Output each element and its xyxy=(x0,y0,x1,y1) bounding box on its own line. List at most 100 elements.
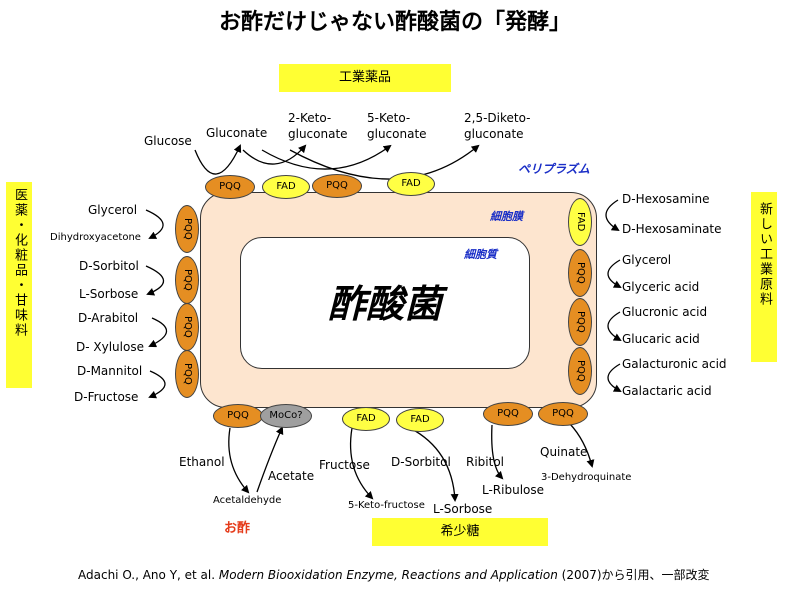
pqq-enzyme-left-3: PQQ xyxy=(175,303,199,351)
compound-d-hexosaminate: D-Hexosaminate xyxy=(622,222,722,236)
compound-d-sorbitol-bottom: D-Sorbitol xyxy=(391,455,451,469)
arrow-galacturonic-galactaric xyxy=(607,363,622,392)
arrow-hexosamine-hexosaminate xyxy=(605,199,620,232)
pqq-label: PQQ xyxy=(575,360,586,382)
membrane-label: 細胞膜 xyxy=(490,210,523,223)
cytoplasm-label: 細胞質 xyxy=(464,248,497,261)
compound-glyceric-acid: Glyceric acid xyxy=(622,280,700,294)
arrow-gluconate-2keto xyxy=(242,144,307,165)
pqq-enzyme-top-1: PQQ xyxy=(205,175,255,199)
new-industrial-box: 新しい工業原料 xyxy=(751,192,777,362)
arrow-gluconate-5keto xyxy=(261,144,392,170)
pqq-label: PQQ xyxy=(182,316,193,338)
compound-glycerol-left: Glycerol xyxy=(88,203,138,217)
new-industrial-label: 新しい工業原料 xyxy=(757,202,772,307)
citation-authors: Adachi O., Ano Y, et al. xyxy=(78,568,219,582)
pqq-enzyme-bottom-3: PQQ xyxy=(538,402,588,426)
pqq-enzyme-bottom-2: PQQ xyxy=(483,402,533,426)
pqq-enzyme-right-1: PQQ xyxy=(568,249,592,297)
arrow-glucose-gluconate xyxy=(194,144,242,175)
compound-diketo-line1: 2,5-Diketo- xyxy=(464,111,531,125)
pqq-enzyme-right-2: PQQ xyxy=(568,298,592,346)
rare-sugar-box: 希少糖 xyxy=(372,518,548,546)
fad-label: FAD xyxy=(356,413,376,424)
fad-label: FAD xyxy=(410,414,430,425)
citation: Adachi O., Ano Y, et al. Modern Biooxida… xyxy=(78,568,710,582)
compound-acetaldehyde: Acetaldehyde xyxy=(213,495,282,506)
compound-2-keto-line2: gluconate xyxy=(288,127,348,141)
compound-diketo-line2: gluconate xyxy=(464,127,524,141)
compound-dihydroxyacetone: Dihydroxyacetone xyxy=(50,232,141,243)
moco-label: MoCo? xyxy=(269,410,303,421)
compound-d-hexosamine: D-Hexosamine xyxy=(622,192,710,206)
industrial-chemicals-label: 工業薬品 xyxy=(338,70,391,85)
citation-book: Modern Biooxidation Enzyme, Reactions an… xyxy=(218,568,558,582)
arrow-sorbitol-sorbose xyxy=(145,265,165,296)
compound-3-dehydroquinate: 3-Dehydroquinate xyxy=(541,472,632,483)
pqq-enzyme-right-3: PQQ xyxy=(568,347,592,395)
pqq-label: PQQ xyxy=(182,269,193,291)
rare-sugar-label: 希少糖 xyxy=(440,524,480,539)
pqq-label: PQQ xyxy=(219,181,241,192)
arrow-arabitol-xylulose xyxy=(148,317,168,348)
arrow-ethanol-acetaldehyde xyxy=(228,427,250,494)
pqq-label: PQQ xyxy=(497,408,519,419)
pqq-label: PQQ xyxy=(227,410,249,421)
compound-5-keto-line2: gluconate xyxy=(367,127,427,141)
arrow-sorbitol-lsorbose xyxy=(409,427,459,502)
compound-glucronic-acid: Glucronic acid xyxy=(622,305,708,319)
pqq-label: PQQ xyxy=(182,363,193,385)
compound-gluconate: Gluconate xyxy=(206,126,268,140)
bacteria-label: 酢酸菌 xyxy=(327,282,442,326)
pharma-label: 医薬・化粧品・甘味料 xyxy=(12,188,27,338)
arrow-quinate-dehydroquinate xyxy=(569,423,595,468)
fad-enzyme-top-1: FAD xyxy=(262,175,310,199)
compound-acetate: Acetate xyxy=(268,469,315,483)
pqq-label: PQQ xyxy=(575,311,586,333)
arrow-fructose-ketofructose xyxy=(349,427,374,500)
compound-l-sorbose-left: L-Sorbose xyxy=(79,287,139,301)
arrow-mannitol-fructose xyxy=(148,370,166,399)
compound-glucaric-acid: Glucaric acid xyxy=(622,332,700,346)
page-title: お酢だけじゃない酢酸菌の「発酵」 xyxy=(218,10,571,35)
arrow-acetaldehyde-acetate xyxy=(256,426,284,493)
fad-label: FAD xyxy=(276,181,296,192)
compound-galactaric-acid: Galactaric acid xyxy=(622,384,712,398)
compound-2-keto-line1: 2-Keto- xyxy=(288,111,332,125)
citation-tail: (2007)から引用、一部改変 xyxy=(557,568,710,582)
compound-d-mannitol: D-Mannitol xyxy=(77,364,143,378)
compound-d-xylulose: D- Xylulose xyxy=(76,340,144,354)
compound-glucose: Glucose xyxy=(144,134,192,148)
fad-enzyme-right: FAD xyxy=(568,198,592,246)
pqq-enzyme-top-2: PQQ xyxy=(312,174,362,198)
industrial-chemicals-box: 工業薬品 xyxy=(279,64,451,92)
compound-d-fructose-left: D-Fructose xyxy=(74,390,139,404)
compound-galacturonic-acid: Galacturonic acid xyxy=(622,357,727,371)
arrow-glycerol-glyceric xyxy=(607,259,622,288)
compound-fructose: Fructose xyxy=(319,458,370,472)
compound-5-keto-line1: 5-Keto- xyxy=(367,111,411,125)
arrow-ribitol-ribulose xyxy=(491,424,504,480)
arrow-glucronic-glucaric xyxy=(607,311,622,342)
compound-d-arabitol: D-Arabitol xyxy=(78,311,139,325)
fad-label: FAD xyxy=(575,212,586,232)
fad-label: FAD xyxy=(401,178,421,189)
compound-ribitol: Ribitol xyxy=(466,455,505,469)
vinegar-label: お酢 xyxy=(224,521,251,536)
compound-5-keto-fructose: 5-Keto-fructose xyxy=(348,500,425,511)
periplasm-label: ペリプラズム xyxy=(518,162,590,176)
fad-enzyme-top-2: FAD xyxy=(387,172,435,196)
pqq-label: PQQ xyxy=(552,408,574,419)
pqq-label: PQQ xyxy=(182,218,193,240)
compound-quinate: Quinate xyxy=(540,445,588,459)
pqq-label: PQQ xyxy=(575,262,586,284)
fad-enzyme-bottom-1: FAD xyxy=(342,407,390,431)
pqq-enzyme-left-1: PQQ xyxy=(175,205,199,253)
compound-l-ribulose: L-Ribulose xyxy=(482,483,545,497)
compound-glycerol-right: Glycerol xyxy=(622,253,672,267)
arrow-glycerol-dha xyxy=(145,209,164,239)
compound-ethanol: Ethanol xyxy=(179,455,225,469)
pqq-enzyme-bottom-1: PQQ xyxy=(213,404,263,428)
cytoplasm-region xyxy=(240,237,530,369)
